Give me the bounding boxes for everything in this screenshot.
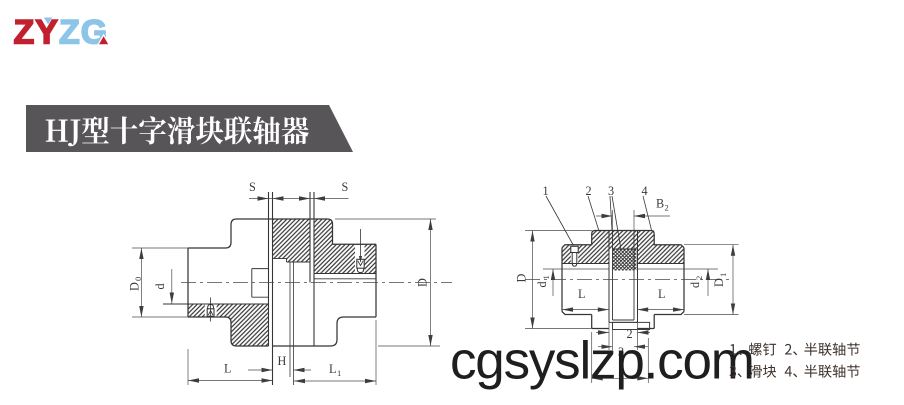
svg-text:d: d <box>535 281 549 287</box>
svg-text:L: L <box>658 287 665 301</box>
svg-text:2: 2 <box>694 276 704 280</box>
svg-text:1: 1 <box>337 368 341 378</box>
svg-text:0: 0 <box>133 277 143 281</box>
svg-text:cgsyslzp.com: cgsyslzp.com <box>450 332 754 391</box>
svg-text:H: H <box>278 354 287 368</box>
svg-text:D: D <box>712 278 726 287</box>
svg-text:3: 3 <box>608 184 614 198</box>
svg-text:4: 4 <box>642 184 648 198</box>
svg-text:L: L <box>329 362 336 376</box>
svg-text:ZYZG: ZYZG <box>14 14 109 52</box>
svg-text:d: d <box>153 283 167 289</box>
svg-text:1: 1 <box>543 184 549 198</box>
svg-text:B: B <box>656 197 664 211</box>
svg-text:d: d <box>688 282 702 288</box>
svg-text:2: 2 <box>627 327 633 341</box>
svg-text:1: 1 <box>541 275 551 279</box>
svg-text:1: 1 <box>718 273 728 277</box>
svg-text:3: 3 <box>618 345 624 359</box>
svg-text:D: D <box>416 278 430 287</box>
svg-text:L: L <box>578 287 585 301</box>
svg-text:D: D <box>515 274 529 283</box>
svg-text:2: 2 <box>665 203 669 213</box>
svg-text:D: D <box>128 282 142 291</box>
svg-text:S: S <box>249 180 256 194</box>
svg-text:S: S <box>342 180 349 194</box>
svg-text:L: L <box>224 362 231 376</box>
svg-text:2: 2 <box>586 184 592 198</box>
